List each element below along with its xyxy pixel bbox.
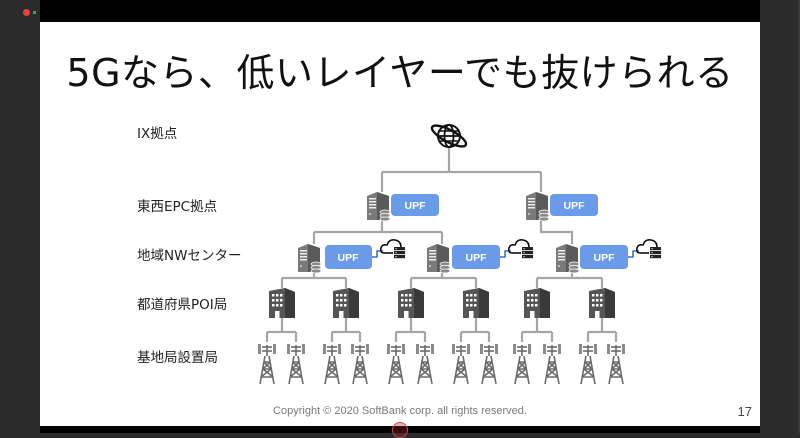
epc-node-west: UPF: [366, 191, 439, 222]
page-number: 17: [737, 404, 752, 419]
record-icon[interactable]: [23, 9, 30, 16]
caret-icon[interactable]: [33, 11, 36, 14]
upf-box: [550, 194, 598, 216]
antenna-tower-icon: [512, 343, 532, 385]
layer-label-ix: IX拠点: [137, 126, 178, 142]
upf-label: UPF: [405, 200, 427, 212]
upf-box: [391, 194, 439, 216]
antenna-tower-icon: [415, 343, 435, 385]
upf-box: [452, 245, 500, 269]
left-panel: [0, 0, 40, 433]
building-icon: [589, 288, 615, 318]
link-line: [500, 250, 511, 258]
antenna-tower-icon: [350, 343, 370, 385]
server-icon: [297, 243, 322, 274]
tree-lines: [265, 147, 618, 342]
regional-node-2: UPF: [426, 239, 534, 274]
right-panel: [760, 0, 800, 433]
server-icon: [525, 191, 550, 222]
building-icon: [333, 288, 359, 318]
layer-label-base-station: 基地局設置局: [137, 350, 218, 366]
cloud-server-icon: [379, 239, 406, 260]
upf-label: UPF: [338, 252, 360, 264]
epc-node-east: UPF: [525, 191, 598, 222]
regional-node-1: UPF: [297, 239, 406, 274]
building-icon: [269, 288, 295, 318]
antenna-tower-icon: [606, 343, 626, 385]
regional-node-3: UPF: [555, 239, 662, 274]
building-icon: [524, 288, 550, 318]
upf-box: [580, 245, 628, 269]
top-letterbox: [40, 0, 760, 22]
antenna-tower-icon: [578, 343, 598, 385]
slide: 5Gなら、低いレイヤーでも抜けられる IX拠点 東西EPC拠点 地域NWセンター…: [40, 22, 760, 426]
upf-label: UPF: [466, 252, 488, 264]
upf-label: UPF: [594, 252, 616, 264]
antenna-tower-icon: [286, 343, 306, 385]
copyright-footer: Copyright © 2020 SoftBank corp. all righ…: [273, 405, 527, 417]
slide-title: 5Gなら、低いレイヤーでも抜けられる: [66, 51, 734, 95]
server-icon: [555, 243, 580, 274]
server-icon: [366, 191, 391, 222]
layer-label-poi: 都道府県POI局: [137, 297, 228, 313]
pointer-indicator: [392, 422, 408, 438]
upf-label: UPF: [564, 200, 586, 212]
antenna-tower-icon: [542, 343, 562, 385]
network-diagram: UPF UPF UPF UPF UPF: [257, 124, 662, 385]
building-icon: [463, 288, 489, 318]
server-icon: [426, 243, 451, 274]
antenna-tower-icon: [322, 343, 342, 385]
upf-box: [325, 245, 372, 269]
globe-icon: [430, 124, 468, 148]
link-line: [372, 250, 383, 258]
antenna-tower-icon: [386, 343, 406, 385]
layer-label-epc: 東西EPC拠点: [137, 199, 218, 215]
cloud-server-icon: [507, 239, 534, 260]
link-line: [628, 250, 639, 258]
antenna-tower-icon: [479, 343, 499, 385]
building-icon: [398, 288, 424, 318]
antenna-tower-icon: [257, 343, 277, 385]
cloud-server-icon: [635, 239, 662, 260]
layer-label-regional-nw: 地域NWセンター: [137, 248, 242, 264]
antenna-tower-icon: [451, 343, 471, 385]
